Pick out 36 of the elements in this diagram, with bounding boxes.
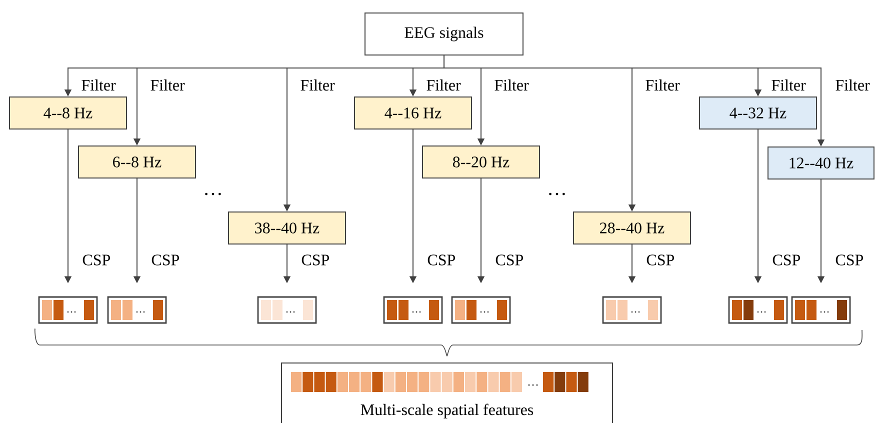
filter-box: 4--16 Hz [354, 96, 472, 130]
edge-label: Filter [149, 78, 186, 92]
edge-label: Filter [299, 78, 336, 92]
feature-vector-drawing [257, 296, 317, 324]
edge-label: CSP [494, 254, 525, 266]
feature-vector-drawing [107, 296, 167, 324]
edge-label: Filter [644, 78, 681, 92]
edge-label: CSP [426, 254, 457, 266]
feature-vector-drawing [451, 296, 511, 324]
edge-label: CSP [300, 254, 331, 266]
feature-vector-drawing [728, 296, 788, 324]
feature-vector-drawing [791, 296, 851, 324]
filter-box: 38--40 Hz [228, 212, 346, 244]
edge-label: Filter [425, 78, 462, 92]
edge-label: CSP [150, 254, 181, 266]
filter-box: EEG signals [364, 12, 524, 56]
filter-box: 4--8 Hz [9, 96, 127, 130]
edge-label: Filter [493, 78, 530, 92]
edge-label: CSP [771, 254, 802, 266]
feature-vector-drawing [38, 296, 98, 324]
feature-vector-drawing [602, 296, 662, 324]
edge-label: Filter [80, 78, 117, 92]
ellipsis: … [549, 192, 565, 196]
edge-label: Filter [770, 78, 807, 92]
edge-label: CSP [834, 254, 865, 266]
feature-panel: Multi-scale spatial features [281, 362, 613, 423]
edge-label: CSP [645, 254, 676, 266]
feature-vector-drawing [383, 296, 443, 324]
ellipsis: … [205, 192, 221, 196]
edge-label: Filter [834, 78, 871, 92]
filter-box: 12--40 Hz [768, 146, 874, 180]
filter-box: 4--32 Hz [699, 96, 817, 130]
filter-box: 8--20 Hz [422, 146, 540, 178]
filter-box: 6--8 Hz [78, 146, 196, 178]
edge-label: CSP [81, 254, 112, 266]
filter-box: 28--40 Hz [573, 212, 691, 244]
